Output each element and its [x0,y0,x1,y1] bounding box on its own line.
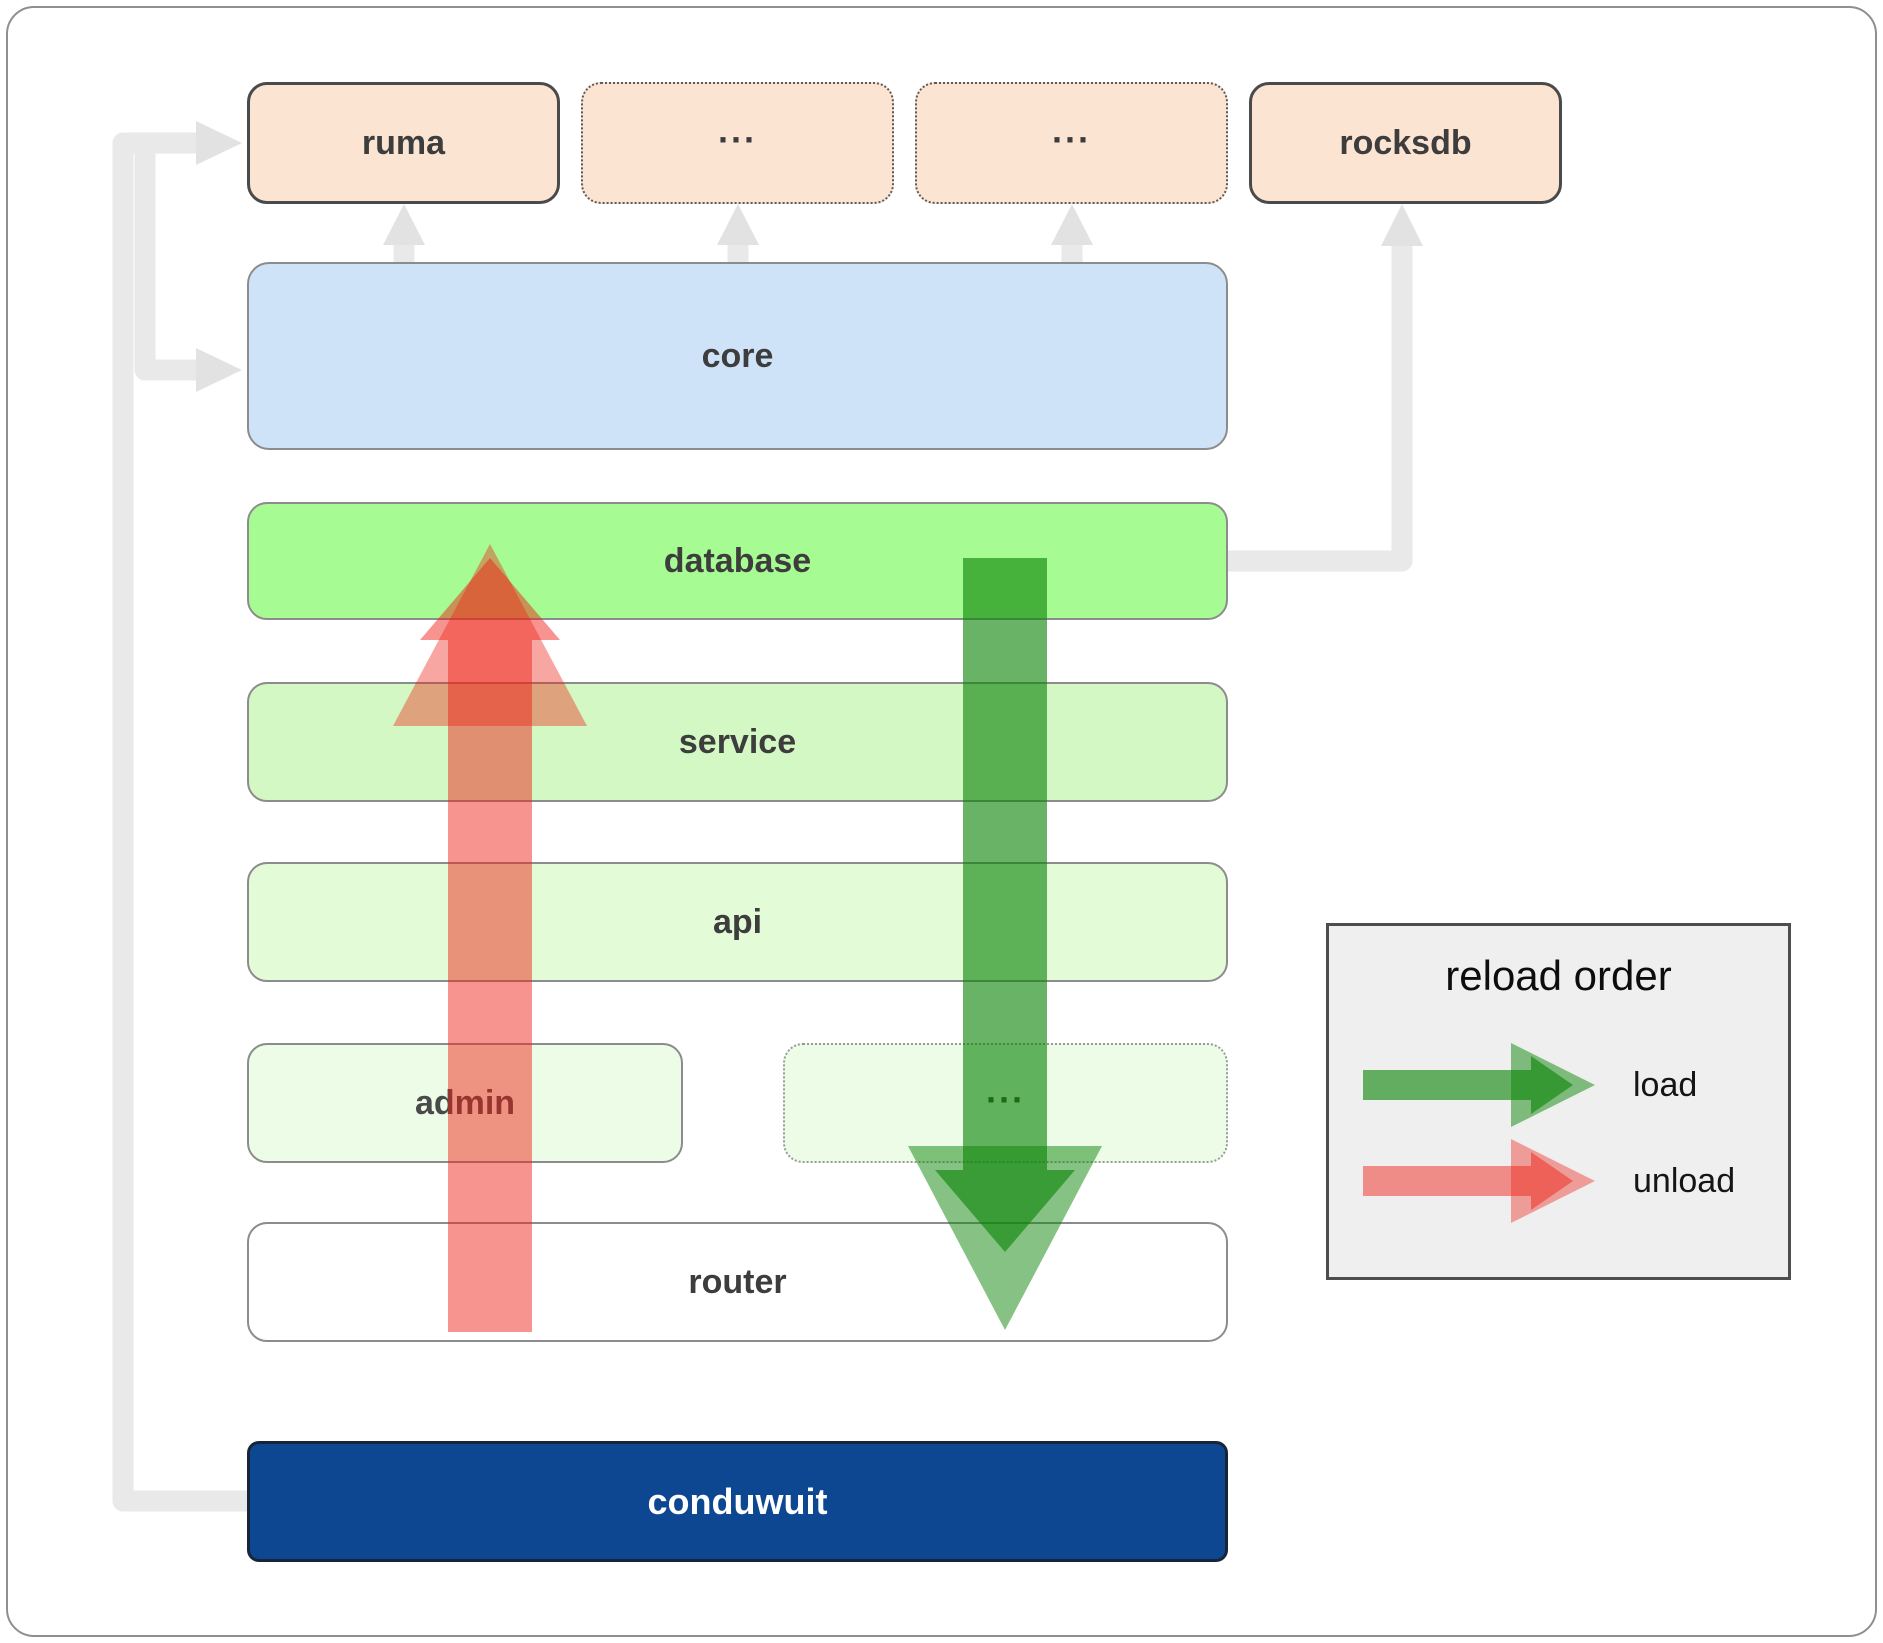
node-rocksdb: rocksdb [1249,82,1562,204]
node-admin: admin [247,1043,683,1163]
node-router: router [247,1222,1228,1342]
node-api: api [247,862,1228,982]
legend-unload-label: unload [1633,1161,1736,1200]
load-arrow-icon [1363,1043,1595,1127]
unload-arrow-shaft [1363,1152,1573,1210]
ellipsis-label: ... [1051,109,1091,151]
legend-row-unload: unload [1363,1139,1735,1223]
load-arrowhead-icon [1511,1043,1595,1127]
node-dots-3: ... [783,1043,1228,1163]
node-service: service [247,682,1228,802]
legend-title: reload order [1445,952,1672,999]
node-dots-2: ... [915,82,1228,204]
unload-arrowhead-icon [1511,1139,1595,1223]
legend-row-load: load [1363,1043,1697,1127]
unload-arrow-icon [1363,1139,1595,1223]
node-conduwuit: conduwuit [247,1441,1228,1562]
node-database: database [247,502,1228,620]
legend: reload order load unload [1326,923,1791,1280]
node-dots-1: ... [581,82,894,204]
node-ruma: ruma [247,82,560,204]
ellipsis-label: ... [717,109,757,151]
outer-frame [6,6,1877,1637]
legend-load-label: load [1633,1065,1698,1104]
node-core: core [247,262,1228,450]
ellipsis-label: ... [985,1069,1025,1111]
